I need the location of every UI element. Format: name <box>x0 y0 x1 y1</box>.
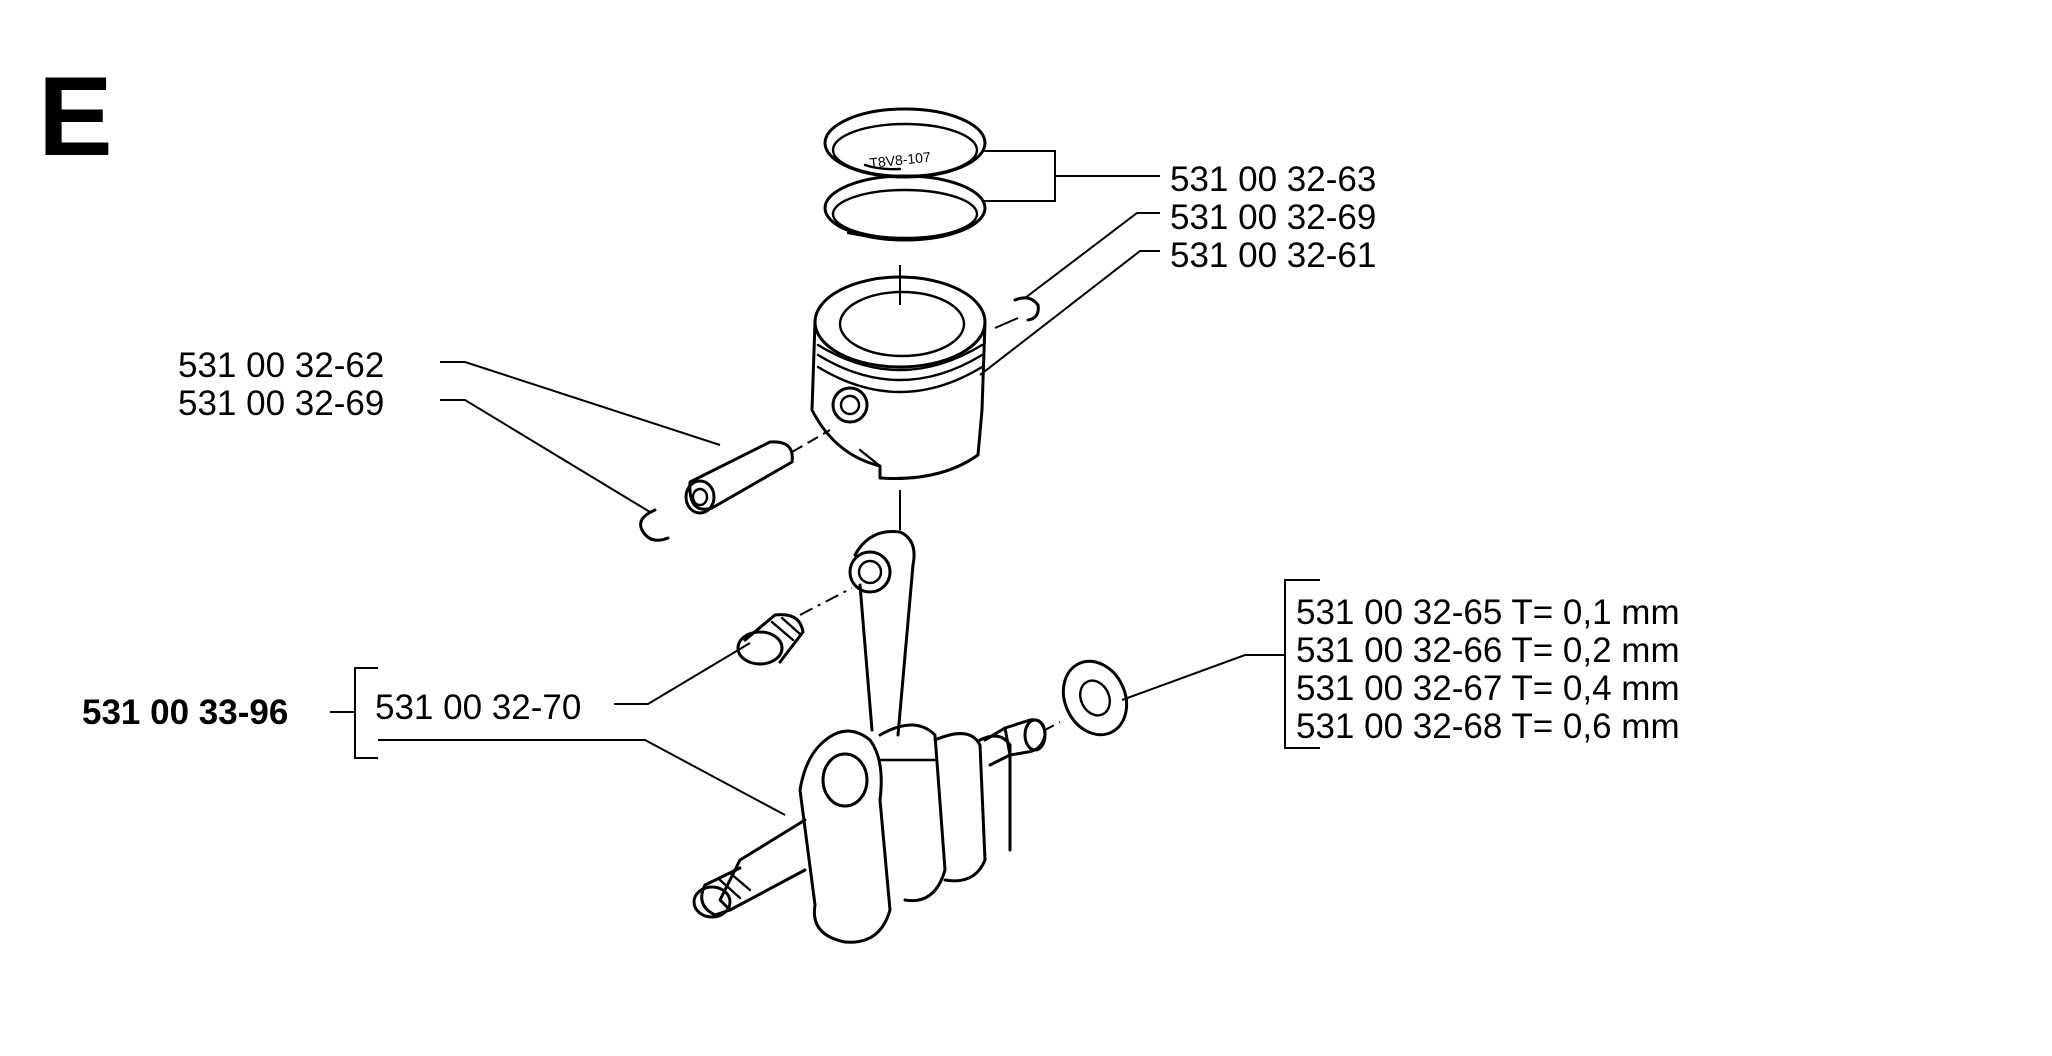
svg-text:T8V8-107: T8V8-107 <box>869 149 932 171</box>
piston-ring-lower <box>823 174 987 242</box>
shim-washer[interactable] <box>1052 651 1138 745</box>
label-circlip-right: 531 00 32-69 <box>1170 198 1376 237</box>
label-piston-rings: 531 00 32-63 <box>1170 160 1376 199</box>
label-piston: 531 00 32-61 <box>1170 236 1376 275</box>
label-shim-1: 531 00 32-65 T= 0,1 mm <box>1296 593 1680 632</box>
leader-lines <box>330 150 1320 816</box>
circlip-left[interactable] <box>639 508 670 542</box>
crankshaft[interactable] <box>692 718 1061 944</box>
piston-pin[interactable] <box>684 429 831 515</box>
label-assembly-part-number: 531 00 33-96 <box>82 693 288 732</box>
label-piston-pin: 531 00 32-62 <box>178 346 384 385</box>
piston-ring-upper: T8V8-107 <box>823 107 987 179</box>
section-letter: E <box>38 54 113 179</box>
part-labels: 531 00 32-63 531 00 32-69 531 00 32-61 5… <box>82 160 1680 746</box>
label-shim-3: 531 00 32-67 T= 0,4 mm <box>1296 669 1680 708</box>
label-circlip-left: 531 00 32-69 <box>178 384 384 423</box>
needle-bearing[interactable] <box>736 613 805 666</box>
label-shim-4: 531 00 32-68 T= 0,6 mm <box>1296 707 1680 746</box>
connecting-rod[interactable] <box>848 529 916 737</box>
label-needle-bearing: 531 00 32-70 <box>375 688 581 727</box>
piston[interactable] <box>810 275 987 480</box>
piston-rings[interactable]: T8V8-107 <box>823 107 987 242</box>
label-shim-2: 531 00 32-66 T= 0,2 mm <box>1296 631 1680 670</box>
circlip-right[interactable] <box>994 296 1040 329</box>
bearing-axis-line <box>799 587 853 616</box>
